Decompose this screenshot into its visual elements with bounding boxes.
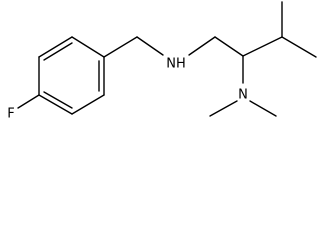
bond-isopropyl-methyl-right: [281, 36, 317, 58]
bond-ring-c1-c2: [71, 36, 105, 58]
bond-ch-isopropyl: [242, 36, 283, 57]
bond-ring-c5-c6: [71, 94, 105, 115]
molecule-canvas: F NH N: [7, 1, 317, 122]
double-bond-inner-1: [43, 42, 73, 61]
amine-nh-label: NH: [166, 57, 186, 72]
bond-ch2-nh: [136, 36, 164, 56]
bond-n-methyl-right: [249, 100, 277, 117]
bond-ch2-ch: [214, 36, 244, 57]
structure-diagram: F NH N: [7, 1, 317, 122]
double-bond-inner-2: [43, 91, 73, 109]
benzene-ring: [38, 36, 105, 115]
bond-n-methyl-left: [209, 100, 238, 117]
bond-ring-c2-c3: [38, 36, 73, 58]
bond-c4-fluorine: [17, 94, 40, 109]
dimethylamino-n-label: N: [238, 88, 248, 103]
bond-ring-ch2: [103, 36, 138, 58]
bond-nh-ch2: [188, 36, 216, 56]
fluorine-label: F: [7, 107, 14, 122]
bond-ring-c4-c5: [38, 94, 73, 115]
